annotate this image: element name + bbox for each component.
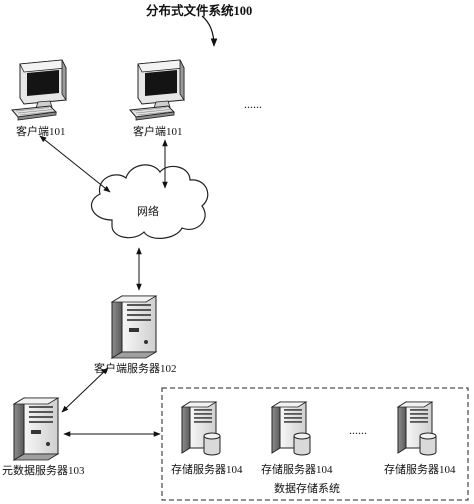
storage-server-1-label: 存储服务器104 [171,464,243,476]
client-2-icon [129,59,185,121]
storage-ellipsis: ...... [349,423,367,437]
storage-server-3-icon [397,401,437,456]
storage-server-1-icon [181,401,221,456]
metadata-server-label: 元数据服务器103 [2,465,85,477]
storage-system-boundary [161,387,469,501]
client-1-label: 客户端101 [16,126,66,138]
storage-system-label: 数据存储系统 [274,483,340,495]
client1-network-link [39,135,111,193]
client-ellipsis: ...... [244,97,262,111]
client-server-label: 客户端服务器102 [94,363,177,375]
network-cloud-icon [90,164,209,239]
client-server-icon [111,295,157,359]
storage-server-3-label: 存储服务器104 [384,464,456,476]
network-label: 网络 [137,206,159,218]
client-2-label: 客户端101 [133,126,183,138]
title-pointer-arrow [201,15,218,47]
storage-server-2-icon [271,401,311,456]
storage-server-2-label: 存储服务器104 [261,464,333,476]
client-1-icon [11,59,67,121]
clientserver-metadata-link [61,367,109,413]
diagram-title: 分布式文件系统100 [146,4,253,18]
metadata-server-icon [13,397,59,461]
